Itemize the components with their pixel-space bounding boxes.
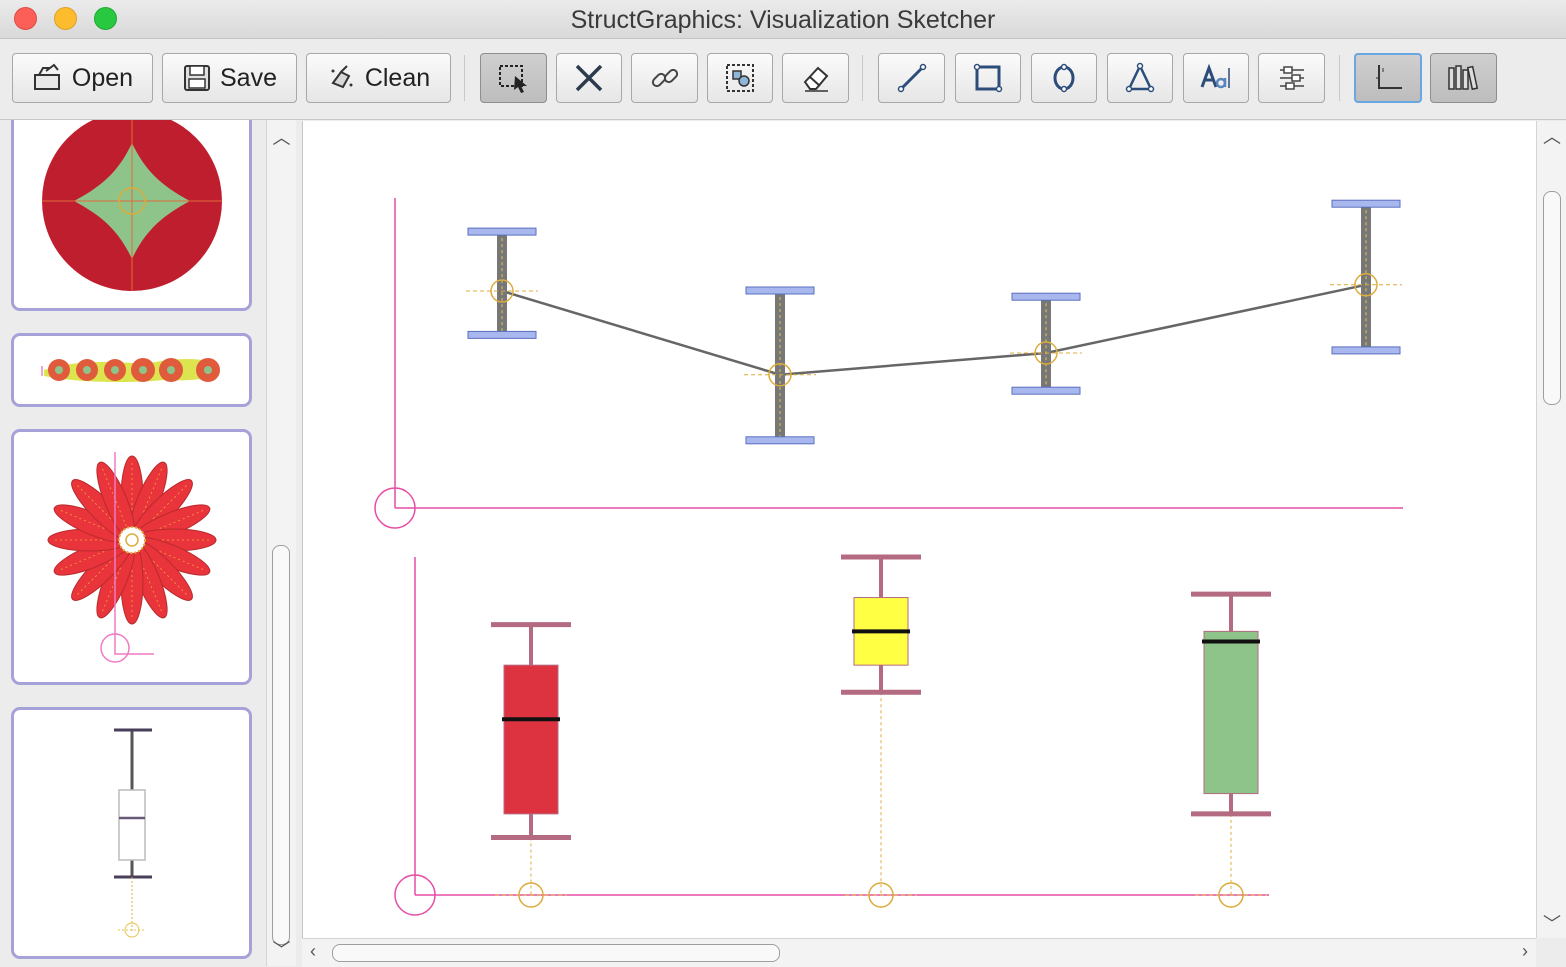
scroll-right-icon[interactable]: › xyxy=(1522,941,1528,961)
error-bar-top-cap[interactable] xyxy=(1331,199,1401,208)
delete-icon xyxy=(573,62,605,94)
red-daisy-glyph xyxy=(47,452,217,663)
petal-guide xyxy=(131,483,189,541)
error-bar-bottom-cap[interactable] xyxy=(467,330,537,339)
line-icon xyxy=(896,62,928,94)
bottom-axis-origin-handle[interactable] xyxy=(394,874,436,916)
box[interactable] xyxy=(1203,630,1259,795)
rectangle-tool-button[interactable] xyxy=(955,53,1021,103)
zoom-window-button[interactable] xyxy=(94,7,117,30)
library-icon xyxy=(1446,62,1482,94)
text-tool-button[interactable] xyxy=(1183,53,1249,103)
toolbar-separator xyxy=(862,55,863,101)
library-item-red-circle-flower[interactable] xyxy=(11,120,252,311)
sketch-canvas[interactable] xyxy=(302,121,1537,938)
link-tool-button[interactable] xyxy=(631,53,698,103)
error-bar-top-cap[interactable] xyxy=(1011,292,1081,301)
toolbar-separator xyxy=(464,55,465,101)
connecting-line[interactable] xyxy=(501,283,1367,376)
library-item-box-whisker-glyph[interactable] xyxy=(11,707,252,959)
data-point-handle[interactable] xyxy=(1354,273,1378,297)
error-bar-bottom-cap[interactable] xyxy=(1011,386,1081,395)
red-circle-flower-glyph xyxy=(42,120,222,291)
window-title: StructGraphics: Visualization Sketcher xyxy=(570,6,996,34)
eraser-icon xyxy=(800,62,832,94)
axis-view-button[interactable] xyxy=(1354,53,1422,103)
ellipse-tool-button[interactable] xyxy=(1031,53,1097,103)
canvas-vertical-scrollbar-thumb[interactable] xyxy=(1543,191,1561,405)
link-icon xyxy=(649,62,681,94)
clean-icon xyxy=(327,63,357,93)
properties-tool-button[interactable] xyxy=(1258,53,1325,103)
box[interactable] xyxy=(503,664,559,815)
polygon-icon xyxy=(1124,62,1156,94)
save-button[interactable]: Save xyxy=(162,53,297,103)
error-bar-stem[interactable] xyxy=(497,232,507,335)
toolbar: Open Save Clean xyxy=(0,39,1566,120)
title-bar: StructGraphics: Visualization Sketcher xyxy=(0,0,1566,39)
open-label: Open xyxy=(71,63,134,92)
save-label: Save xyxy=(220,63,277,92)
open-button[interactable]: Open xyxy=(12,53,153,103)
group-icon xyxy=(724,62,756,94)
canvas-horizontal-scrollbar[interactable]: ‹ › xyxy=(302,938,1536,967)
canvas-drawing[interactable] xyxy=(303,121,1537,938)
error-bar-top-cap[interactable] xyxy=(467,227,537,236)
scroll-down-icon[interactable]: ﹀ xyxy=(1543,914,1561,934)
petal-guide xyxy=(75,483,133,541)
ellipse-icon xyxy=(1048,62,1080,94)
library-item-red-daisy[interactable] xyxy=(11,429,252,685)
scroll-up-icon[interactable]: ︿ xyxy=(272,128,291,148)
box-whisker-glyph xyxy=(114,728,152,938)
top-axis-origin-handle[interactable] xyxy=(374,487,416,529)
box-plot-chart[interactable] xyxy=(394,554,1271,916)
library-scrollbar-thumb[interactable] xyxy=(272,545,290,945)
petal-guide xyxy=(101,539,133,615)
scroll-down-icon[interactable]: ﹀ xyxy=(272,940,291,960)
open-icon xyxy=(32,63,64,93)
canvas-vertical-scrollbar[interactable]: ︿ ﹀ xyxy=(1536,121,1566,938)
box-anchor-handle[interactable] xyxy=(518,882,544,908)
text-icon xyxy=(1199,62,1233,94)
canvas-horizontal-scrollbar-thumb[interactable] xyxy=(332,944,780,962)
rectangle-icon xyxy=(972,62,1004,94)
library-panel xyxy=(0,120,266,966)
error-bar-bottom-cap[interactable] xyxy=(1331,346,1401,355)
close-window-button[interactable] xyxy=(14,7,37,30)
library-scrollbar[interactable]: ︿ ﹀ xyxy=(266,120,296,966)
scroll-left-icon[interactable]: ‹ xyxy=(310,941,316,961)
save-icon xyxy=(182,63,212,93)
eraser-tool-button[interactable] xyxy=(782,53,849,103)
clean-button[interactable]: Clean xyxy=(306,53,451,103)
error-bar-top-cap[interactable] xyxy=(745,286,815,295)
select-icon xyxy=(497,62,531,94)
minimize-window-button[interactable] xyxy=(54,7,77,30)
petal-guide xyxy=(131,539,163,615)
scroll-up-icon[interactable]: ︿ xyxy=(1543,127,1561,147)
data-point-handle[interactable] xyxy=(490,279,514,303)
box-anchor-handle[interactable] xyxy=(1218,882,1244,908)
select-tool-button[interactable] xyxy=(480,53,547,103)
chain-of-dots-glyph xyxy=(41,358,220,383)
data-point-handle[interactable] xyxy=(768,362,792,387)
library-view-button[interactable] xyxy=(1430,53,1497,103)
petal-guide xyxy=(131,539,189,597)
clean-label: Clean xyxy=(364,63,431,92)
axis-icon xyxy=(1371,62,1405,94)
group-tool-button[interactable] xyxy=(707,53,773,103)
error-bar-line-chart[interactable] xyxy=(374,198,1403,529)
petal-guide xyxy=(75,539,133,597)
library-item-chain-of-dots[interactable] xyxy=(11,333,252,407)
line-tool-button[interactable] xyxy=(878,53,945,103)
toolbar-separator xyxy=(1339,55,1340,101)
sliders-icon xyxy=(1276,62,1308,94)
box-anchor-handle[interactable] xyxy=(868,882,894,908)
error-bar-stem[interactable] xyxy=(1041,297,1051,391)
error-bar-bottom-cap[interactable] xyxy=(745,436,815,445)
daisy-petals xyxy=(47,455,217,625)
polygon-tool-button[interactable] xyxy=(1107,53,1173,103)
delete-tool-button[interactable] xyxy=(556,53,622,103)
data-point-handle[interactable] xyxy=(1034,341,1058,365)
